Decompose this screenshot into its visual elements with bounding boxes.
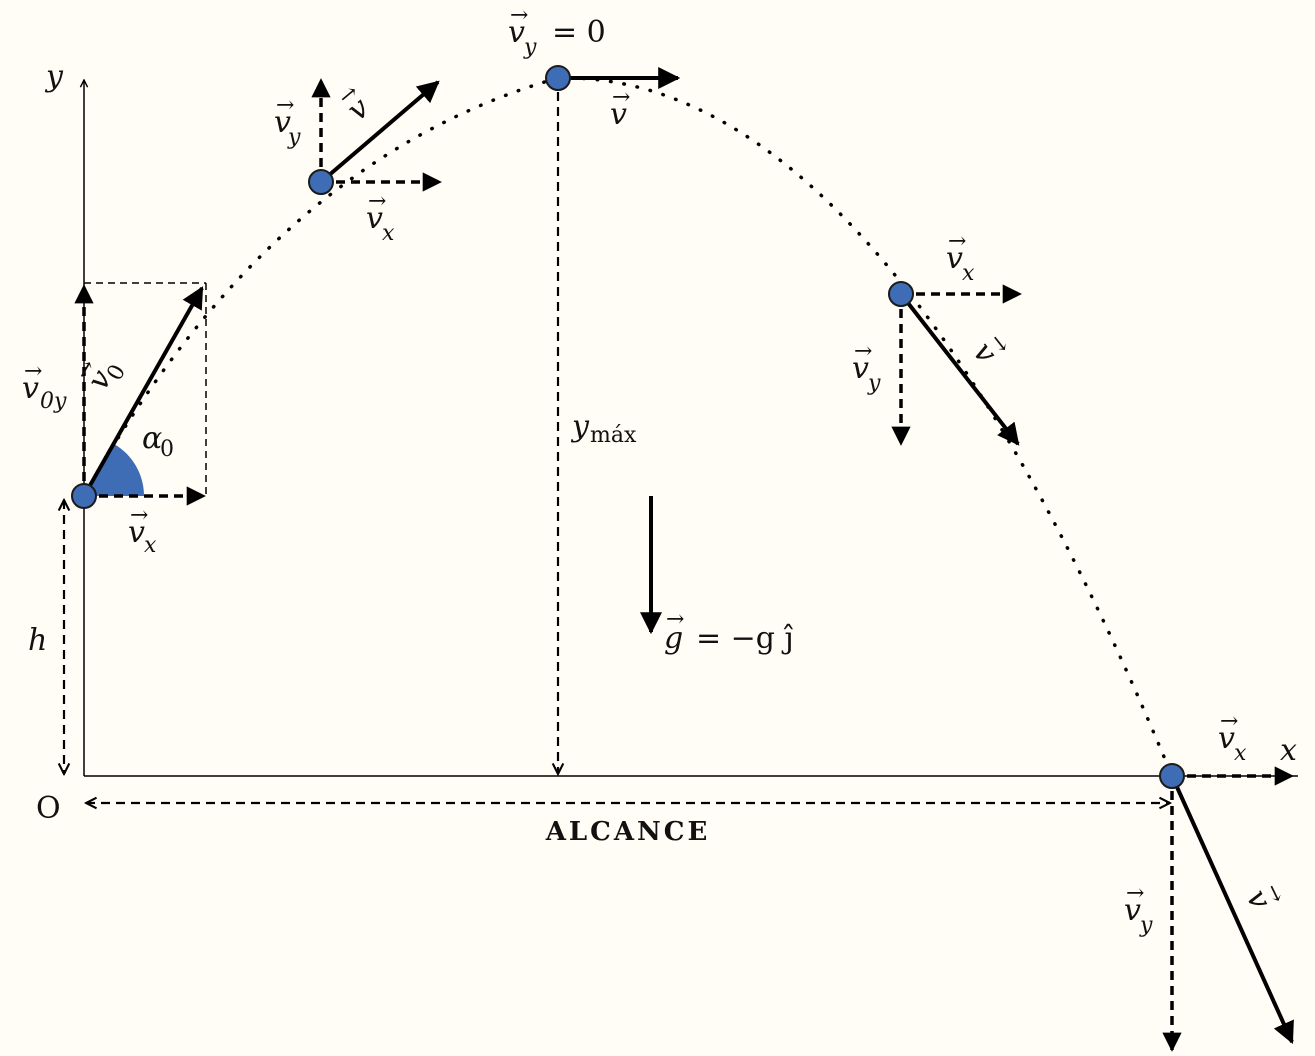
vx-label-launch: v xyxy=(128,515,145,550)
vy-label-apex: v xyxy=(508,15,525,50)
vx-vector-sign-descending: → xyxy=(948,229,966,254)
alpha-subscript: 0 xyxy=(160,437,174,462)
v0y-subscript: 0y xyxy=(40,389,67,414)
gravity-vector-sign: → xyxy=(666,607,684,632)
vy-subscript-landing: y xyxy=(1139,913,1153,938)
v-vector-sign-apex: → xyxy=(612,85,630,110)
v-arrow-landing xyxy=(1170,775,1294,1045)
vx-subscript-landing: x xyxy=(1234,741,1247,766)
alpha-label: α xyxy=(142,421,162,456)
v-label-apex: v xyxy=(610,97,627,132)
ball-landing xyxy=(1159,763,1185,789)
vy-label-landing: v xyxy=(1124,893,1141,928)
ball-descending xyxy=(888,281,914,307)
vx-subscript-rising: x xyxy=(382,221,395,246)
vx-vector-sign-rising: → xyxy=(368,189,386,214)
vx-vector-sign-launch: → xyxy=(130,503,148,528)
vy-subscript-apex: y xyxy=(523,35,537,60)
v-arrow-rising xyxy=(319,80,440,184)
gravity-label: g xyxy=(664,621,683,656)
ball-apex xyxy=(545,65,571,91)
v0-arrow xyxy=(82,286,204,497)
vy-zero-label: = 0 xyxy=(552,15,606,50)
v0y-vector-sign: → xyxy=(24,359,42,384)
vx-subscript-launch: x xyxy=(144,533,157,558)
vx-vector-sign-landing: → xyxy=(1220,709,1238,734)
ymax-label: y xyxy=(570,409,590,444)
vx-label-descending: v xyxy=(946,241,963,276)
vy-vector-sign-rising: → xyxy=(276,93,294,118)
vx-label-landing: v xyxy=(1218,721,1235,756)
gravity-equation: = −g ĵ xyxy=(696,621,794,656)
ball-rising xyxy=(308,169,334,195)
launch-angle-sector xyxy=(84,444,145,496)
vy-subscript-rising: y xyxy=(287,125,301,150)
vy-vector-sign-descending: → xyxy=(854,339,872,364)
vy-label-descending: v xyxy=(852,351,869,386)
v0y-label: v xyxy=(22,371,39,406)
vy-label-rising: v xyxy=(274,105,291,140)
height-label: h xyxy=(28,623,47,658)
v-arrow-descending xyxy=(899,292,1020,446)
range-label: ALCANCE xyxy=(545,817,711,847)
origin-label: O xyxy=(36,791,61,826)
vy-subscript-descending: y xyxy=(867,371,881,396)
vy-vector-sign-landing: → xyxy=(1126,881,1144,906)
y-axis-label: y xyxy=(44,59,64,94)
vy-vector-sign-apex: → xyxy=(510,3,528,28)
vx-subscript-descending: x xyxy=(962,261,975,286)
ball-launch xyxy=(71,483,97,509)
x-axis-label: x xyxy=(1280,733,1297,768)
ymax-subscript: máx xyxy=(590,423,637,448)
vx-label-rising: v xyxy=(366,201,383,236)
